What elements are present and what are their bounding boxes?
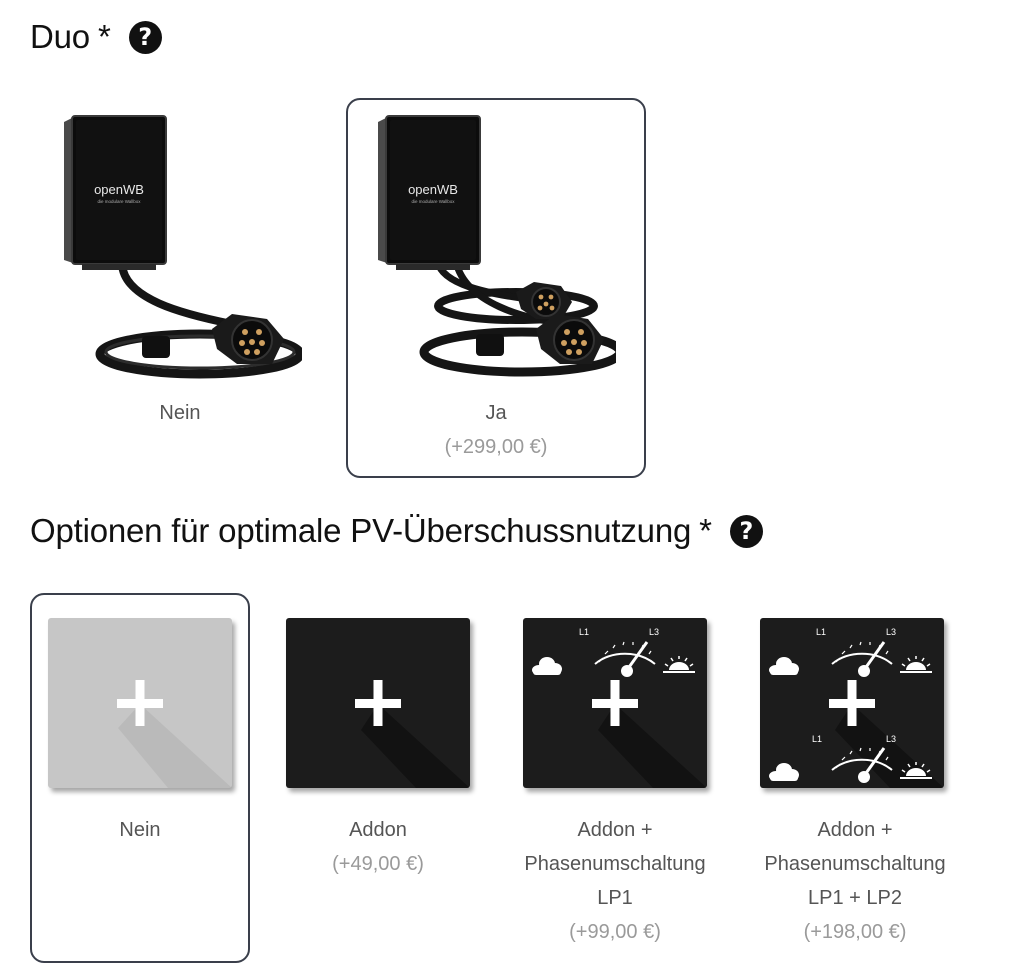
gauge-l3-label: L3 (649, 627, 659, 637)
addon-gray-tile (48, 618, 232, 788)
pv-required-mark: * (699, 512, 712, 549)
sun-icon (900, 762, 932, 779)
pv-option-nein[interactable]: Nein (30, 593, 250, 963)
option-price: (+299,00 €) (444, 436, 548, 458)
wallbox-logo-text: openWB (408, 182, 458, 197)
gauge-l3-label: L3 (886, 734, 896, 744)
sun-icon (900, 656, 932, 673)
pv-title: Optionen für optimale PV-Überschussnutzu… (30, 512, 763, 550)
duo-title-text: Duo (30, 18, 90, 55)
duo-option-ja[interactable]: openWB die modulare Wallbox Ja (+299,00 … (346, 98, 646, 478)
option-label: Addon (349, 819, 407, 841)
cloud-icon (769, 763, 799, 781)
duo-option-ja-label: Ja (+299,00 €) (348, 396, 644, 464)
cloud-icon (769, 657, 799, 675)
option-price: (+198,00 €) (803, 921, 907, 943)
pv-option-addon-phase-lp1-label: Addon + Phasenumschaltung LP1 (+99,00 €) (507, 813, 723, 949)
sun-icon (663, 656, 695, 673)
wallbox-logo-text: openWB (94, 182, 144, 197)
addon-black-tile (286, 618, 470, 788)
duo-required-mark: * (97, 18, 111, 55)
addon-phase-lp1-tile: L1 L3 (523, 618, 707, 788)
cloud-icon (532, 657, 562, 675)
gauge-l3-label: L3 (886, 627, 896, 637)
duo-title: Duo * ? (30, 18, 162, 56)
option-label: Nein (159, 402, 201, 424)
wallbox-single-image: openWB die modulare Wallbox (64, 115, 302, 379)
pv-option-nein-label: Nein (32, 813, 248, 847)
pv-option-addon-phase-lp1-lp2[interactable]: L1 L3 (742, 593, 968, 963)
option-label-line: Phasenumschaltung (524, 853, 706, 875)
option-label: Ja (485, 402, 507, 424)
option-price: (+99,00 €) (569, 921, 661, 943)
duo-option-nein[interactable]: openWB die modulare Wallbox Nein (30, 98, 330, 478)
option-label-line: Phasenumschaltung (764, 853, 946, 875)
pv-option-addon-label: Addon (+49,00 €) (270, 813, 486, 881)
gauge-l1-label: L1 (812, 734, 822, 744)
pv-option-addon[interactable]: Addon (+49,00 €) (268, 593, 488, 963)
option-label-line: LP1 + LP2 (808, 887, 902, 909)
option-label-line: LP1 (597, 887, 633, 909)
option-label: Nein (119, 819, 161, 841)
duo-option-nein-label: Nein (32, 396, 328, 430)
gauge-l1-label: L1 (816, 627, 826, 637)
pv-option-addon-phase-lp1-lp2-label: Addon + Phasenumschaltung LP1 + LP2 (+19… (744, 813, 966, 949)
addon-phase-lp1-lp2-tile: L1 L3 (760, 618, 944, 788)
option-price: (+49,00 €) (332, 853, 424, 875)
pv-option-addon-phase-lp1[interactable]: L1 L3 Addon + Phasenumschaltung (505, 593, 725, 963)
question-circle-icon[interactable]: ? (128, 20, 162, 54)
question-circle-icon[interactable]: ? (729, 514, 763, 548)
wallbox-duo-image: openWB die modulare Wallbox (378, 115, 616, 377)
gauge-l1-label: L1 (579, 627, 589, 637)
option-label-line: Addon + (577, 819, 653, 841)
wallbox-logo-sub: die modulare Wallbox (411, 199, 455, 204)
wallbox-logo-sub: die modulare Wallbox (97, 199, 141, 204)
pv-title-text: Optionen für optimale PV-Überschussnutzu… (30, 512, 692, 549)
option-label-line: Addon + (817, 819, 893, 841)
